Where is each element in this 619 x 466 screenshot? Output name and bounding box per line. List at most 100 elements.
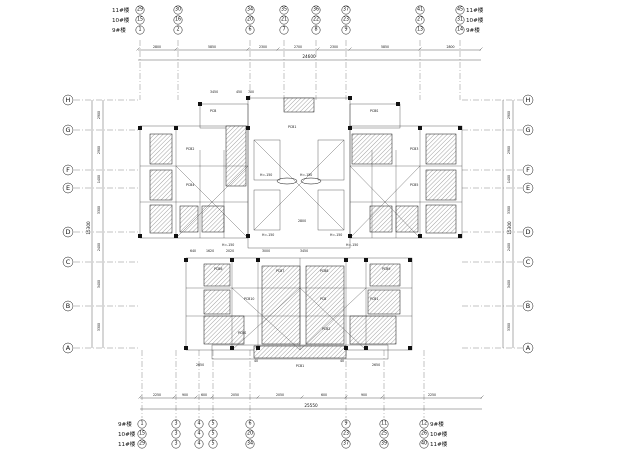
- axis-bubble: [455, 25, 465, 35]
- axis-row-label: 11#楼: [118, 440, 136, 448]
- axis-row-suffix: 11#楼: [466, 6, 484, 14]
- inner-dimension: 2650: [196, 363, 204, 367]
- inner-dimension: 2020: [226, 249, 234, 253]
- structural-column: [184, 346, 188, 350]
- axis-bubble: [171, 429, 181, 439]
- axis-bubble-label: 4: [197, 421, 200, 427]
- axis-bubble: [419, 439, 429, 449]
- axis-bubble: [208, 419, 218, 429]
- axis-bubble-label: 37: [343, 441, 349, 447]
- axis-row-label: 9#楼: [118, 420, 132, 428]
- axis-bubble-label: F: [66, 166, 70, 174]
- axis-bubble-label: F: [526, 166, 530, 174]
- slab-tag: PCB6: [214, 267, 222, 271]
- axis-bubble-label: 31: [457, 17, 463, 23]
- axis-bubble: [171, 419, 181, 429]
- dimension-value: 2900: [97, 146, 101, 154]
- axis-bubble: [415, 15, 425, 25]
- axis-bubble: [522, 226, 534, 238]
- dimension-value: 2400: [97, 243, 101, 251]
- axis-bubble: [415, 25, 425, 35]
- elevation-tag: H=-150: [262, 233, 274, 237]
- axis-bubble-label: 29: [137, 7, 143, 13]
- axis-bubble-label: 40: [421, 441, 427, 447]
- axis-bubble: [341, 439, 351, 449]
- axis-bubble-label: 3: [174, 441, 177, 447]
- axis-bubble-label: 41: [417, 7, 423, 13]
- axis-bubble-label: 5: [211, 421, 214, 427]
- axis-bubble: [379, 439, 389, 449]
- structural-column: [408, 258, 412, 262]
- axis-bubble: [208, 429, 218, 439]
- axis-bubble: [171, 439, 181, 449]
- axis-bubble: [522, 164, 534, 176]
- axis-bubble: [62, 226, 74, 238]
- dimension-value: 600: [321, 393, 327, 397]
- axis-bubble: [245, 25, 255, 35]
- slab-tag: PCBS: [238, 331, 246, 335]
- slab-tag: PCB9: [382, 267, 390, 271]
- left-dim-total: 15300: [86, 221, 91, 235]
- axis-bubble: [415, 5, 425, 15]
- axis-bubble: [341, 15, 351, 25]
- axis-bubble-label: D: [65, 228, 70, 236]
- structural-column: [408, 346, 412, 350]
- dimension-value: 5850: [208, 45, 216, 49]
- axis-grid-lines: [74, 40, 522, 418]
- axis-bubble: [62, 300, 74, 312]
- structural-column: [418, 126, 422, 130]
- axis-row-suffix: 11#楼: [430, 440, 448, 448]
- axis-bubble-label: 21: [281, 17, 287, 23]
- axis-bubble: [245, 439, 255, 449]
- axis-bubble: [419, 429, 429, 439]
- axis-bubble: [341, 429, 351, 439]
- axis-bubble: [62, 182, 74, 194]
- top-dim-total: 24600: [302, 54, 316, 59]
- axis-bubble: [279, 5, 289, 15]
- axis-bubble: [279, 25, 289, 35]
- axis-bubble-label: 5: [211, 431, 214, 437]
- dimension-value: 3300: [97, 206, 101, 214]
- dimension-value: 2050: [276, 393, 284, 397]
- axis-bubble-label: 26: [421, 431, 427, 437]
- axis-bubble-label: 37: [343, 7, 349, 13]
- slab-tag: PCB5: [410, 183, 418, 187]
- slab-tag: PCB10: [244, 297, 254, 301]
- axis-bubble: [455, 5, 465, 15]
- slab-tag: PCB2: [186, 147, 194, 151]
- structural-column: [184, 258, 188, 262]
- axis-bubble-label: H: [66, 96, 71, 104]
- axis-bubble: [379, 419, 389, 429]
- structural-column: [174, 126, 178, 130]
- axis-bubble-label: 20: [247, 17, 253, 23]
- axis-bubble-label: E: [66, 184, 70, 192]
- inner-dimension: 640: [190, 249, 196, 253]
- axis-bubble: [173, 5, 183, 15]
- dimension-value: 2700: [294, 45, 302, 49]
- axis-bubble-label: 22: [313, 17, 319, 23]
- axis-bubble: [522, 94, 534, 106]
- axis-bubble: [135, 5, 145, 15]
- axis-bubble-label: G: [525, 126, 530, 134]
- axis-bubble: [135, 15, 145, 25]
- structural-column: [198, 102, 202, 106]
- structural-column: [348, 234, 352, 238]
- axis-bubble: [379, 429, 389, 439]
- axis-bubble-label: 36: [313, 7, 319, 13]
- dimension-value: 2250: [428, 393, 436, 397]
- structural-column: [364, 346, 368, 350]
- axis-bubble: [522, 300, 534, 312]
- structural-column: [418, 234, 422, 238]
- axis-bubble-label: 6: [248, 421, 251, 427]
- structural-column: [256, 258, 260, 262]
- axis-bubble-label: 8: [314, 27, 317, 33]
- structural-column: [344, 346, 348, 350]
- axis-bubble-label: G: [65, 126, 70, 134]
- dimension-value: 5850: [381, 45, 389, 49]
- structural-column: [138, 234, 142, 238]
